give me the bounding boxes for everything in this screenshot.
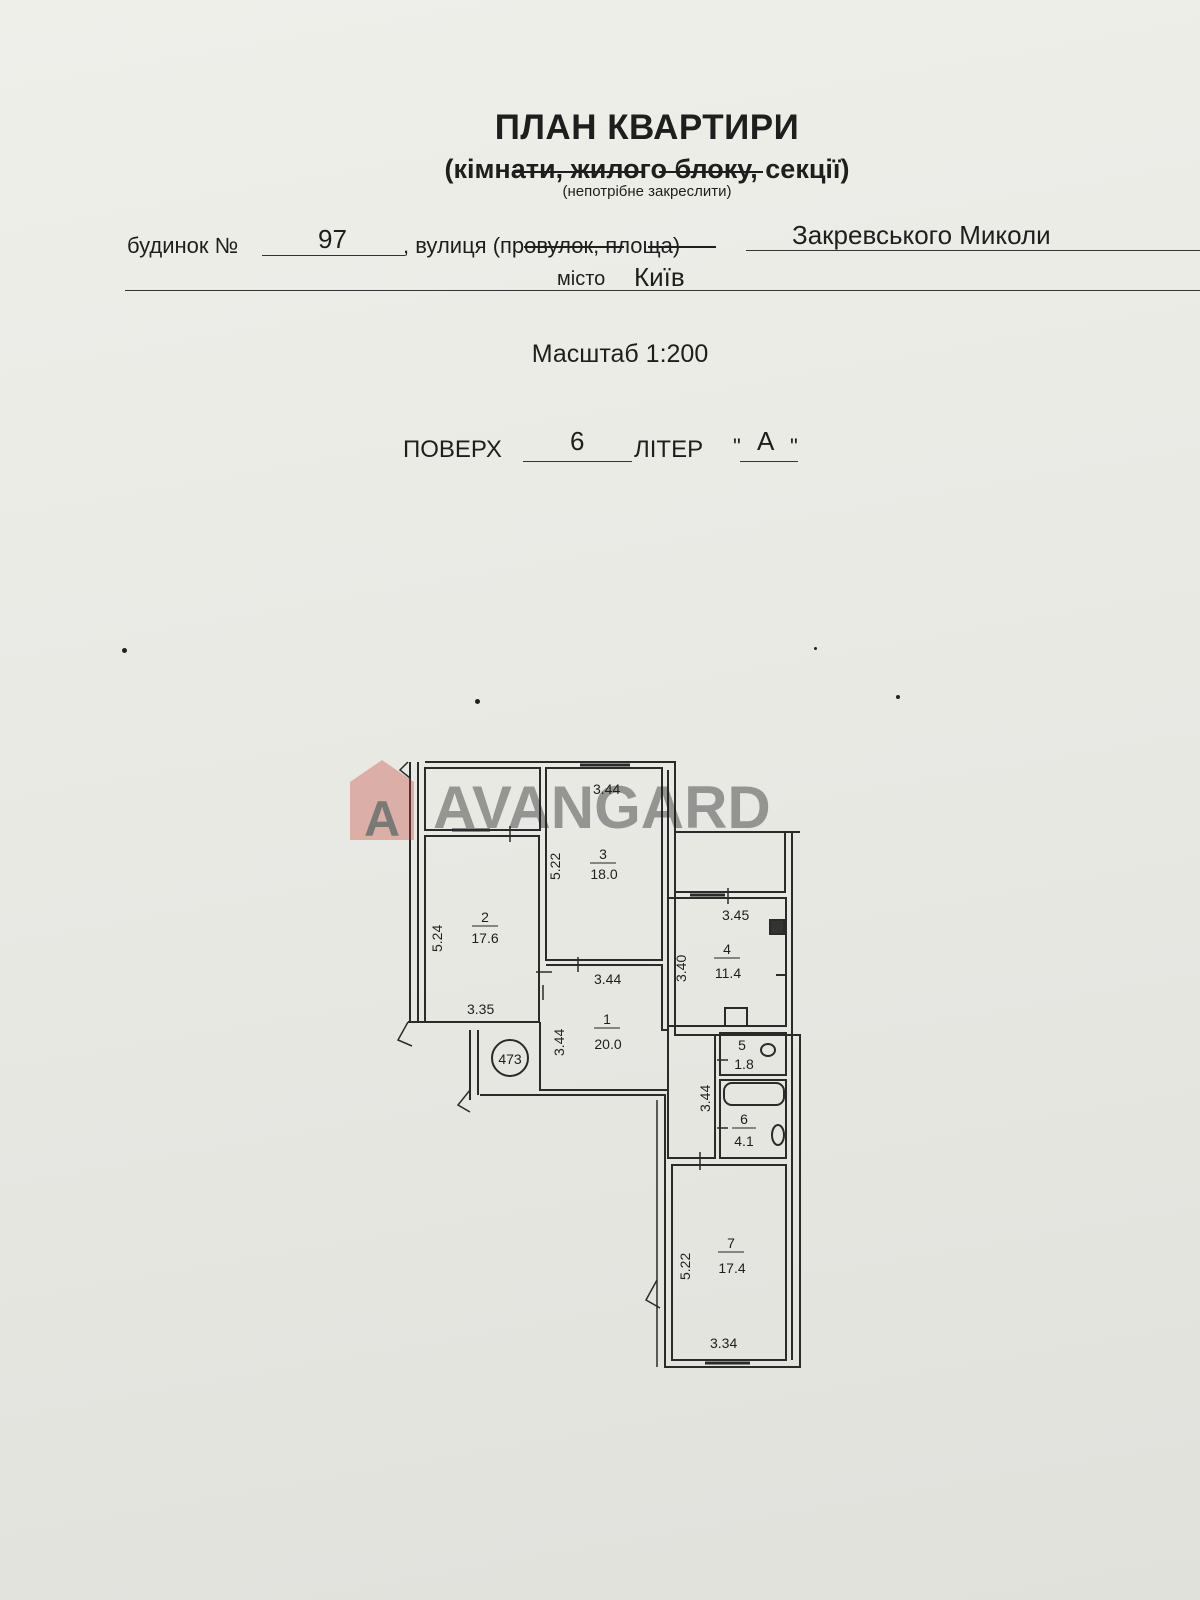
room-7-outline bbox=[671, 1164, 787, 1361]
watermark-logo-letter: A bbox=[364, 791, 400, 847]
room-2-area: 17.6 bbox=[471, 930, 498, 946]
document-title: ПЛАН КВАРТИРИ bbox=[494, 108, 800, 147]
dimension-kitchen-top: 3.45 bbox=[722, 907, 749, 923]
sink-icon bbox=[724, 1007, 748, 1027]
watermark: A AVANGARD bbox=[350, 760, 771, 847]
room-3-area: 18.0 bbox=[590, 866, 617, 882]
room-1-area: 20.0 bbox=[594, 1036, 621, 1052]
windows bbox=[452, 763, 750, 1365]
dimension-room3-side: 5.22 bbox=[547, 853, 563, 880]
outer-walls bbox=[408, 761, 801, 1368]
room-4-number: 4 bbox=[723, 941, 731, 957]
document-subtitle: (кімнати, жилого блоку, секції) bbox=[444, 154, 850, 184]
street-label: , вулиця (провулок, площа) bbox=[403, 233, 681, 258]
room-3-number: 3 bbox=[599, 846, 607, 862]
stair-line bbox=[396, 1021, 413, 1047]
paper-speck bbox=[896, 695, 900, 699]
room-5-area: 1.8 bbox=[734, 1056, 754, 1072]
room-2-number: 2 bbox=[481, 909, 489, 925]
toilet-icon bbox=[771, 1124, 785, 1146]
stove-icon bbox=[769, 919, 785, 935]
room-4-area: 11.4 bbox=[715, 965, 741, 981]
room-7-area: 17.4 bbox=[718, 1260, 745, 1276]
balcony-right bbox=[674, 831, 786, 893]
dimension-kitchen-side: 3.40 bbox=[673, 955, 689, 982]
room-5-number: 5 bbox=[738, 1037, 746, 1053]
strikethrough-line bbox=[524, 246, 624, 248]
city-label: місто bbox=[557, 268, 606, 290]
dimension-room3-top: 3.44 bbox=[593, 781, 620, 797]
room-5-outline bbox=[719, 1032, 787, 1076]
wall-cabinet bbox=[776, 974, 787, 1026]
dimension-hall-side: 3.44 bbox=[551, 1029, 567, 1056]
house-underline bbox=[262, 255, 405, 256]
watermark-logo-icon bbox=[350, 760, 414, 840]
room-1-outline bbox=[539, 964, 669, 1091]
corridor-outline bbox=[667, 1035, 716, 1159]
stair-line bbox=[456, 1089, 471, 1113]
dimension-room2-bottom: 3.35 bbox=[467, 1001, 494, 1017]
strikethrough-line bbox=[648, 246, 716, 248]
floor-number: 6 bbox=[570, 426, 585, 456]
house-label: будинок № bbox=[127, 233, 239, 258]
paper-speck bbox=[814, 647, 817, 650]
letter-close-quote: " bbox=[790, 434, 798, 459]
dimension-room7-bottom: 3.34 bbox=[710, 1335, 737, 1351]
door-marks bbox=[509, 826, 729, 1170]
room-3-outline bbox=[545, 767, 663, 961]
city-underline bbox=[125, 290, 1200, 291]
toilet-icon bbox=[760, 1043, 776, 1057]
room-7-number: 7 bbox=[727, 1235, 735, 1251]
unit-number: 473 bbox=[498, 1051, 522, 1067]
bathtub-icon bbox=[723, 1082, 785, 1106]
floor-underline bbox=[523, 461, 632, 462]
stair-line bbox=[644, 1279, 661, 1309]
letter-label: ЛІТЕР bbox=[634, 436, 704, 463]
unit-number-circle bbox=[491, 1039, 529, 1077]
letter-value: А bbox=[757, 426, 775, 456]
scale-label: Масштаб 1:200 bbox=[531, 340, 709, 368]
paper-speck bbox=[475, 699, 480, 704]
room-6-outline bbox=[719, 1079, 787, 1159]
room-6-area: 4.1 bbox=[734, 1133, 754, 1149]
dimension-room2-side: 5.24 bbox=[429, 925, 445, 952]
paper-speck bbox=[122, 648, 127, 653]
room-2-outline bbox=[424, 835, 540, 1023]
strikethrough-line bbox=[659, 171, 763, 173]
dimension-hall-top: 3.44 bbox=[594, 971, 621, 987]
room-1-number: 1 bbox=[603, 1011, 611, 1027]
street-name: Закревського Миколи bbox=[792, 220, 1051, 250]
dimension-corridor-side: 3.44 bbox=[697, 1085, 713, 1112]
letter-open-quote: " bbox=[733, 434, 741, 459]
street-underline bbox=[746, 250, 1200, 251]
floor-label: ПОВЕРХ bbox=[403, 436, 502, 463]
watermark-text: AVANGARD bbox=[433, 774, 771, 841]
dimension-room7-side: 5.22 bbox=[677, 1253, 693, 1280]
letter-underline bbox=[740, 461, 798, 462]
document-note: (непотрібне закреслити) bbox=[562, 183, 732, 200]
room-6-number: 6 bbox=[740, 1111, 748, 1127]
stair-line bbox=[398, 761, 411, 779]
strikethrough-line bbox=[513, 171, 643, 173]
city-name: Київ bbox=[634, 262, 685, 292]
house-number: 97 bbox=[318, 224, 347, 254]
